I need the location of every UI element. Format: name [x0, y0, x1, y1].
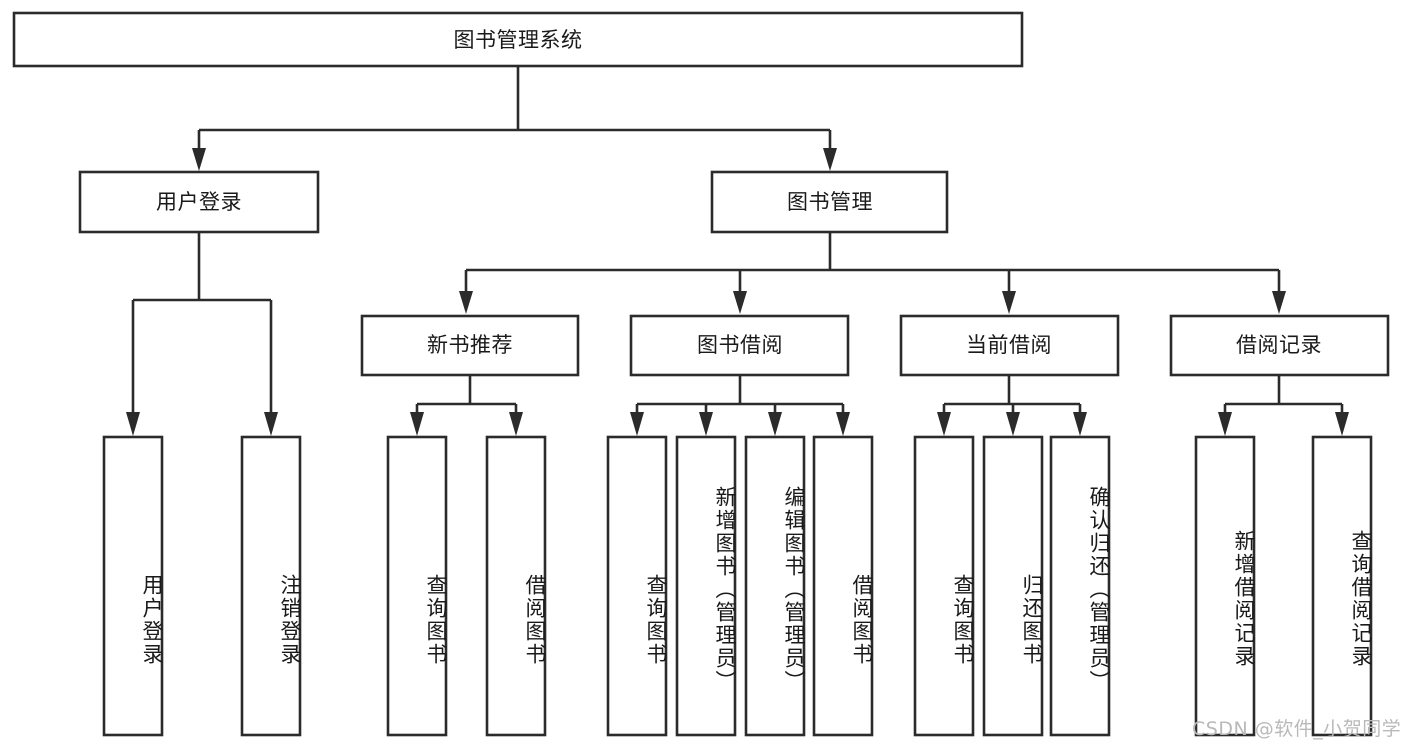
node-leaf-confirm-return[interactable]: [1049, 435, 1111, 737]
arrowhead-user-login: [192, 148, 206, 171]
csdn-watermark: CSDN @软件_小贺同学: [1192, 718, 1402, 740]
connector-group-book-manage: [459, 232, 1286, 314]
connector-group-current-borrow: [937, 375, 1087, 436]
arrowhead-new-book-rec: [459, 291, 473, 314]
connector-group-new-book-rec: [410, 375, 523, 436]
node-borrow-record-label: 借阅记录: [1236, 333, 1322, 357]
node-new-book-rec-label: 新书推荐: [427, 333, 513, 357]
arrowhead-leaf-add-book: [699, 412, 713, 436]
arrowhead-book-borrow: [733, 291, 747, 314]
node-leaf-borrow-book-1[interactable]: [485, 435, 547, 737]
node-book-borrow-label: 图书借阅: [697, 333, 783, 357]
node-current-borrow[interactable]: [899, 314, 1120, 377]
arrowhead-leaf-borrow-book-2: [836, 412, 850, 436]
arrowhead-leaf-edit-book: [768, 412, 782, 436]
node-leaf-query-book-2[interactable]: [606, 435, 668, 737]
node-leaf-return-book[interactable]: [982, 435, 1044, 737]
node-leaf-query-record[interactable]: [1311, 435, 1373, 737]
arrowhead-leaf-confirm-return: [1073, 412, 1087, 436]
arrowhead-leaf-query-book-2: [630, 412, 644, 436]
arrowhead-leaf-return-book: [1006, 412, 1020, 436]
node-user-login[interactable]: [78, 170, 320, 234]
node-current-borrow-label: 当前借阅: [966, 333, 1052, 357]
node-leaf-query-book-1[interactable]: [386, 435, 448, 737]
connector-group-root: [192, 66, 837, 171]
node-book-manage-label: 图书管理: [787, 190, 873, 214]
connector-group-book-borrow: [630, 375, 850, 436]
arrowhead-leaf-query-book-1: [410, 412, 424, 436]
connector-group-user-login: [126, 232, 278, 436]
arrowhead-leaf-logout: [264, 412, 278, 436]
node-book-manage[interactable]: [710, 170, 949, 234]
arrowhead-leaf-user-login: [126, 412, 140, 436]
arrowhead-current-borrow: [1002, 291, 1016, 314]
node-root[interactable]: [12, 11, 1024, 68]
node-leaf-query-book-3[interactable]: [913, 435, 975, 737]
arrowhead-leaf-add-record: [1218, 412, 1232, 436]
node-user-login-label: 用户登录: [156, 190, 242, 214]
arrowhead-leaf-query-book-3: [937, 412, 951, 436]
node-root-label: 图书管理系统: [454, 28, 583, 52]
node-new-book-rec[interactable]: [360, 314, 580, 377]
arrowhead-leaf-borrow-book-1: [509, 412, 523, 436]
node-leaf-borrow-book-2[interactable]: [812, 435, 874, 737]
node-borrow-record[interactable]: [1169, 314, 1390, 377]
arrowhead-leaf-query-record: [1335, 412, 1349, 436]
node-book-borrow[interactable]: [629, 314, 850, 377]
node-leaf-add-book[interactable]: [675, 435, 737, 737]
node-leaf-user-login[interactable]: [102, 435, 164, 737]
arrowhead-borrow-record: [1272, 291, 1286, 314]
node-leaf-add-record[interactable]: [1194, 435, 1256, 737]
node-leaf-logout[interactable]: [240, 435, 302, 737]
connector-group-borrow-record: [1218, 375, 1349, 436]
node-leaf-edit-book[interactable]: [744, 435, 806, 737]
arrowhead-book-manage: [823, 148, 837, 171]
